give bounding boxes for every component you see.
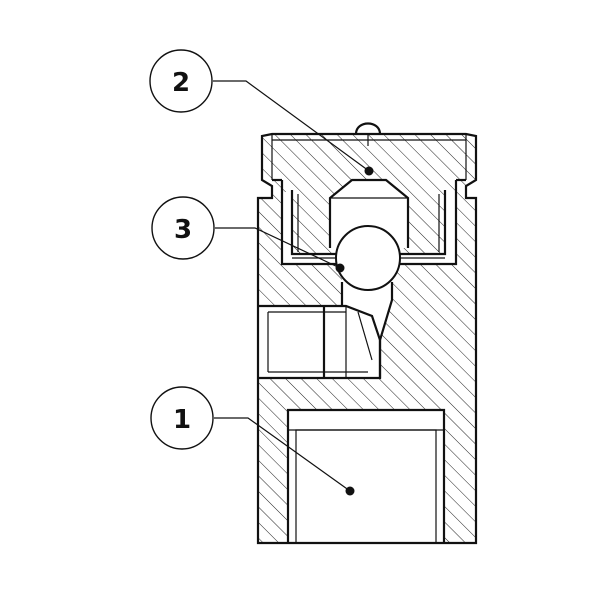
bottom-bore-outline [286,408,446,543]
callout-2-circle [149,49,213,113]
callout-3-label: 3 [174,215,192,245]
side-port-cone [357,311,373,361]
leader-3 [215,227,341,269]
valve-body [256,122,478,545]
callout-3: 3 [151,196,215,260]
cap-gap [282,192,456,264]
ball [335,225,401,291]
callout-1: 1 [150,386,214,450]
callout-1-label: 1 [173,405,191,435]
callout-1-circle [150,386,214,450]
side-port-outline [258,304,382,380]
body-outline [256,132,478,545]
leader-2 [213,80,370,172]
side-port [258,306,380,378]
callout-2: 2 [149,49,213,113]
callout-3-circle [151,196,215,260]
callout-2-label: 2 [172,68,190,98]
top-nipple [354,122,382,135]
leader-1 [214,417,351,492]
bottom-bore [288,410,444,543]
cone-outline [328,178,410,248]
